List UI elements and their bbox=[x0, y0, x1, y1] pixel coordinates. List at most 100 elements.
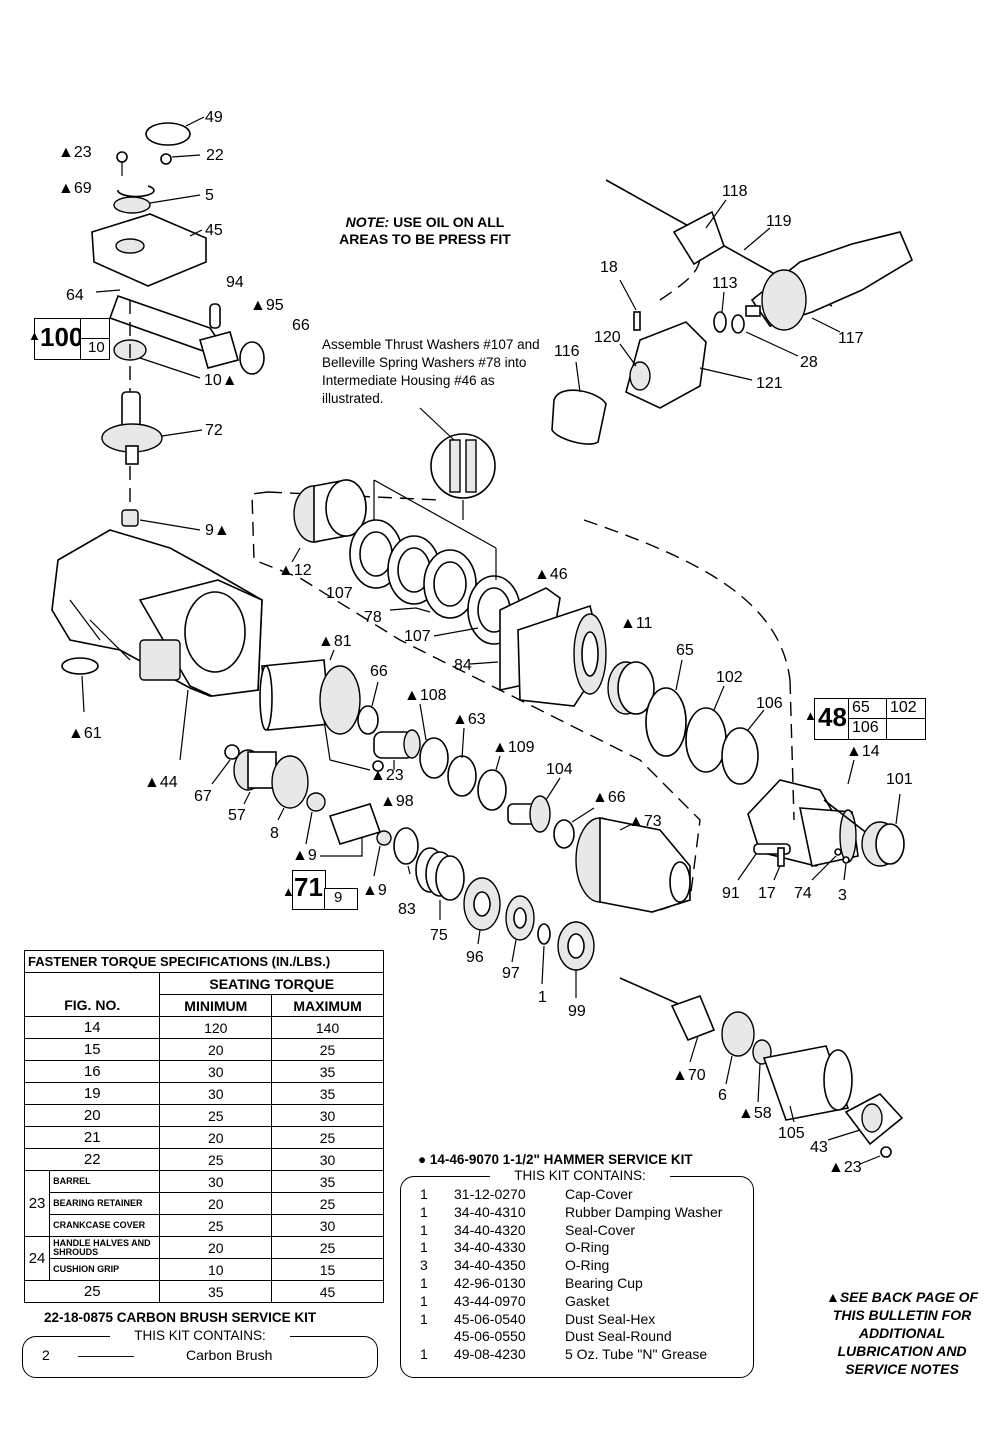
callout-8: 8 bbox=[270, 825, 279, 842]
kit-item-description: Bearing Cup bbox=[565, 1275, 643, 1291]
minimum-header: MINIMUM bbox=[159, 994, 273, 1017]
part-23-screw-b bbox=[372, 760, 384, 772]
callout-65: 65 bbox=[676, 642, 694, 659]
callout-117: 117 bbox=[838, 330, 864, 347]
part-17-pin bbox=[777, 847, 785, 867]
kit-item-part-number: 45-06-0550 bbox=[454, 1328, 526, 1345]
callout-18: 18 bbox=[600, 259, 618, 276]
part-66-oring bbox=[239, 341, 265, 375]
callout-66c: ▲66 bbox=[592, 789, 626, 806]
part-61-oring bbox=[61, 657, 99, 675]
callout-121: 121 bbox=[756, 375, 783, 392]
callout-98: ▲98 bbox=[380, 793, 414, 810]
part-46-intermediate-housing bbox=[499, 587, 607, 707]
callout-69: ▲69 bbox=[58, 180, 92, 197]
kit-item-description: 5 Oz. Tube "N" Grease bbox=[565, 1346, 708, 1363]
group-48-c: 106 bbox=[852, 719, 879, 736]
kit-item-part-number: 42-96-0130 bbox=[454, 1275, 526, 1291]
part-105-sleeve bbox=[762, 1045, 853, 1121]
part-113-washer bbox=[713, 311, 727, 333]
part-14-screw bbox=[823, 799, 869, 835]
kit-item-qty: 1 bbox=[420, 1346, 428, 1363]
kit-item-part-number: 43-44-0970 bbox=[454, 1292, 526, 1309]
part-117-handle bbox=[745, 231, 914, 331]
kit-item-description: Rubber Damping Washer bbox=[565, 1203, 723, 1220]
callout-23c: ▲23 bbox=[828, 1159, 862, 1176]
part-96-clutch-gear bbox=[463, 877, 501, 931]
brush-kit-dashes: ———— bbox=[78, 1347, 134, 1363]
kit-item-description: Dust Seal-Hex bbox=[565, 1310, 656, 1327]
part-69-retaining-ring bbox=[117, 185, 155, 198]
callout-95: ▲95 bbox=[250, 297, 284, 314]
callout-49: 49 bbox=[205, 109, 223, 126]
callout-66b: 66 bbox=[370, 663, 388, 680]
callout-9c: ▲9 bbox=[362, 882, 387, 899]
part-65-oring bbox=[645, 687, 687, 757]
callout-67: 67 bbox=[194, 788, 212, 805]
callout-81: ▲81 bbox=[318, 633, 352, 650]
part-44-gear-housing bbox=[51, 529, 263, 697]
kit-item-description: Cap-Cover bbox=[565, 1186, 633, 1202]
see-back-page-note: ▲SEE BACK PAGE OF THIS BULLETIN FOR ADDI… bbox=[825, 1289, 979, 1377]
callout-66a: 66 bbox=[292, 317, 310, 334]
callout-9a: 9▲ bbox=[205, 522, 230, 539]
part-71-spindle bbox=[328, 803, 382, 845]
callout-99: 99 bbox=[568, 1003, 586, 1020]
part-116-band bbox=[551, 389, 607, 445]
callout-120: 120 bbox=[594, 329, 621, 346]
part-9-bushing-b bbox=[306, 792, 326, 812]
callout-107a: 107 bbox=[326, 585, 353, 602]
callout-106: 106 bbox=[756, 695, 783, 712]
torque-table-title: FASTENER TORQUE SPECIFICATIONS (IN./LBS.… bbox=[24, 950, 384, 973]
brush-kit-desc: Carbon Brush bbox=[186, 1347, 273, 1363]
kit-item-qty: 1 bbox=[420, 1203, 428, 1220]
part-43-cap bbox=[844, 1093, 904, 1146]
brush-kit-qty: 2 bbox=[42, 1347, 50, 1363]
callout-12: ▲12 bbox=[278, 562, 312, 579]
callout-23b: ▲23 bbox=[370, 767, 404, 784]
kit-item-description: Dust Seal-Round bbox=[565, 1328, 672, 1345]
callout-57: 57 bbox=[228, 807, 246, 824]
callout-96: 96 bbox=[466, 949, 484, 966]
part-98-piston bbox=[373, 729, 421, 759]
callout-102: 102 bbox=[716, 669, 743, 686]
part-70-spindle bbox=[619, 977, 716, 1042]
kit-item-part-number: 31-12-0270 bbox=[454, 1186, 526, 1202]
group-71-sub: 9 bbox=[334, 889, 343, 906]
maximum-header: MAXIMUM bbox=[271, 994, 384, 1017]
part-66-oring-c bbox=[553, 819, 575, 849]
part-63-washer bbox=[447, 755, 477, 797]
kit-item-part-number: 34-40-4320 bbox=[454, 1221, 526, 1238]
callout-113: 113 bbox=[712, 275, 738, 292]
callout-10: 10▲ bbox=[204, 372, 238, 389]
part-95-piston bbox=[199, 331, 239, 369]
part-102-ring bbox=[685, 707, 727, 773]
callout-108: ▲108 bbox=[404, 687, 447, 704]
part-72-gear-shaft bbox=[101, 391, 163, 465]
group-100-number: 100 bbox=[40, 322, 84, 352]
callout-101: 101 bbox=[886, 771, 913, 788]
callout-22: 22 bbox=[206, 147, 224, 164]
group-48-a: 65 bbox=[852, 699, 870, 716]
callout-64: 64 bbox=[66, 287, 84, 304]
part-18-pin bbox=[633, 311, 641, 331]
callout-94: 94 bbox=[226, 274, 244, 291]
callout-14: ▲14 bbox=[846, 743, 880, 760]
part-28-washer bbox=[731, 314, 745, 334]
callout-97: 97 bbox=[502, 965, 520, 982]
callout-11: ▲11 bbox=[620, 615, 653, 632]
part-104-ram bbox=[507, 795, 551, 833]
kit-item-qty: 1 bbox=[420, 1186, 428, 1202]
kit-item-part-number: 34-40-4310 bbox=[454, 1203, 526, 1220]
callout-104: 104 bbox=[546, 761, 573, 778]
part-109-washer bbox=[477, 769, 507, 811]
part-101-collar bbox=[861, 821, 905, 867]
kit-item-part-number: 45-06-0540 bbox=[454, 1310, 526, 1327]
